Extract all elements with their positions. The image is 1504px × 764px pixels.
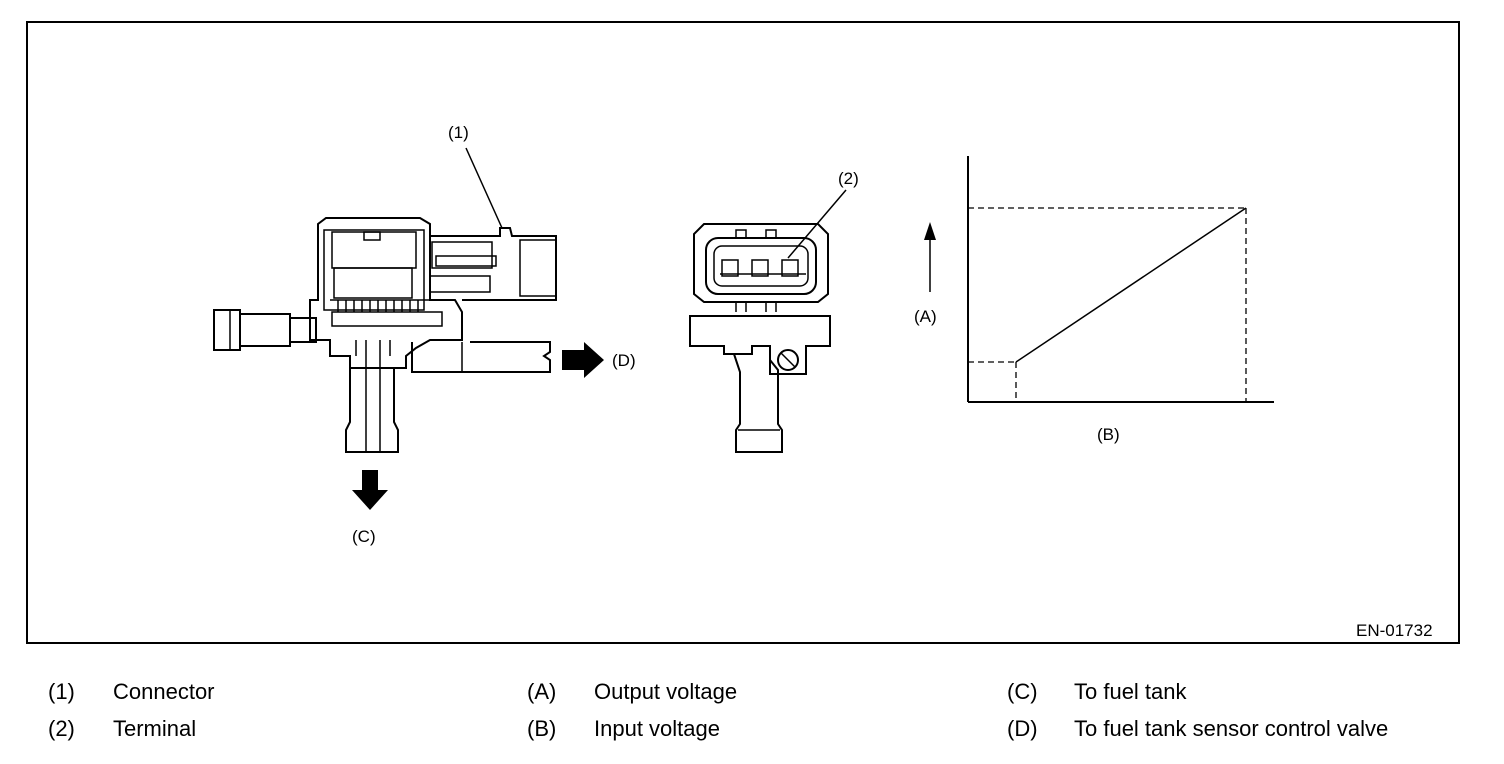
legend-key: (A) [527,679,557,704]
graph-output-line [1015,207,1247,363]
legend-text: Connector [113,679,215,704]
label-b: (B) [1097,425,1120,444]
callout-2-label: (2) [838,169,859,188]
label-c: (C) [352,527,376,546]
label-a: (A) [914,307,937,326]
sensor-side-view [213,217,557,453]
arrow-d-icon [562,342,604,378]
legend-text: To fuel tank sensor control valve [1074,716,1389,741]
legend-text: To fuel tank [1074,679,1187,704]
legend-text: Output voltage [594,679,738,704]
arrow-c-icon [352,470,388,510]
sensor-front-view [689,223,831,453]
diagram-frame [26,21,1460,644]
legend-key: (C) [1007,679,1038,704]
legend-key: (2) [48,716,75,741]
legend-key: (D) [1007,716,1038,741]
callout-1-leader [465,147,503,229]
characteristic-graph [924,156,1274,403]
legend-key: (1) [48,679,75,704]
arrow-a-icon [924,222,936,240]
legend-text: Input voltage [594,716,720,741]
label-d: (D) [612,351,636,370]
legend-text: Terminal [113,716,197,741]
figure-code: EN-01732 [1356,621,1433,640]
callout-1-label: (1) [448,123,469,142]
legend-key: (B) [527,716,557,741]
callout-2-leader [787,189,847,259]
